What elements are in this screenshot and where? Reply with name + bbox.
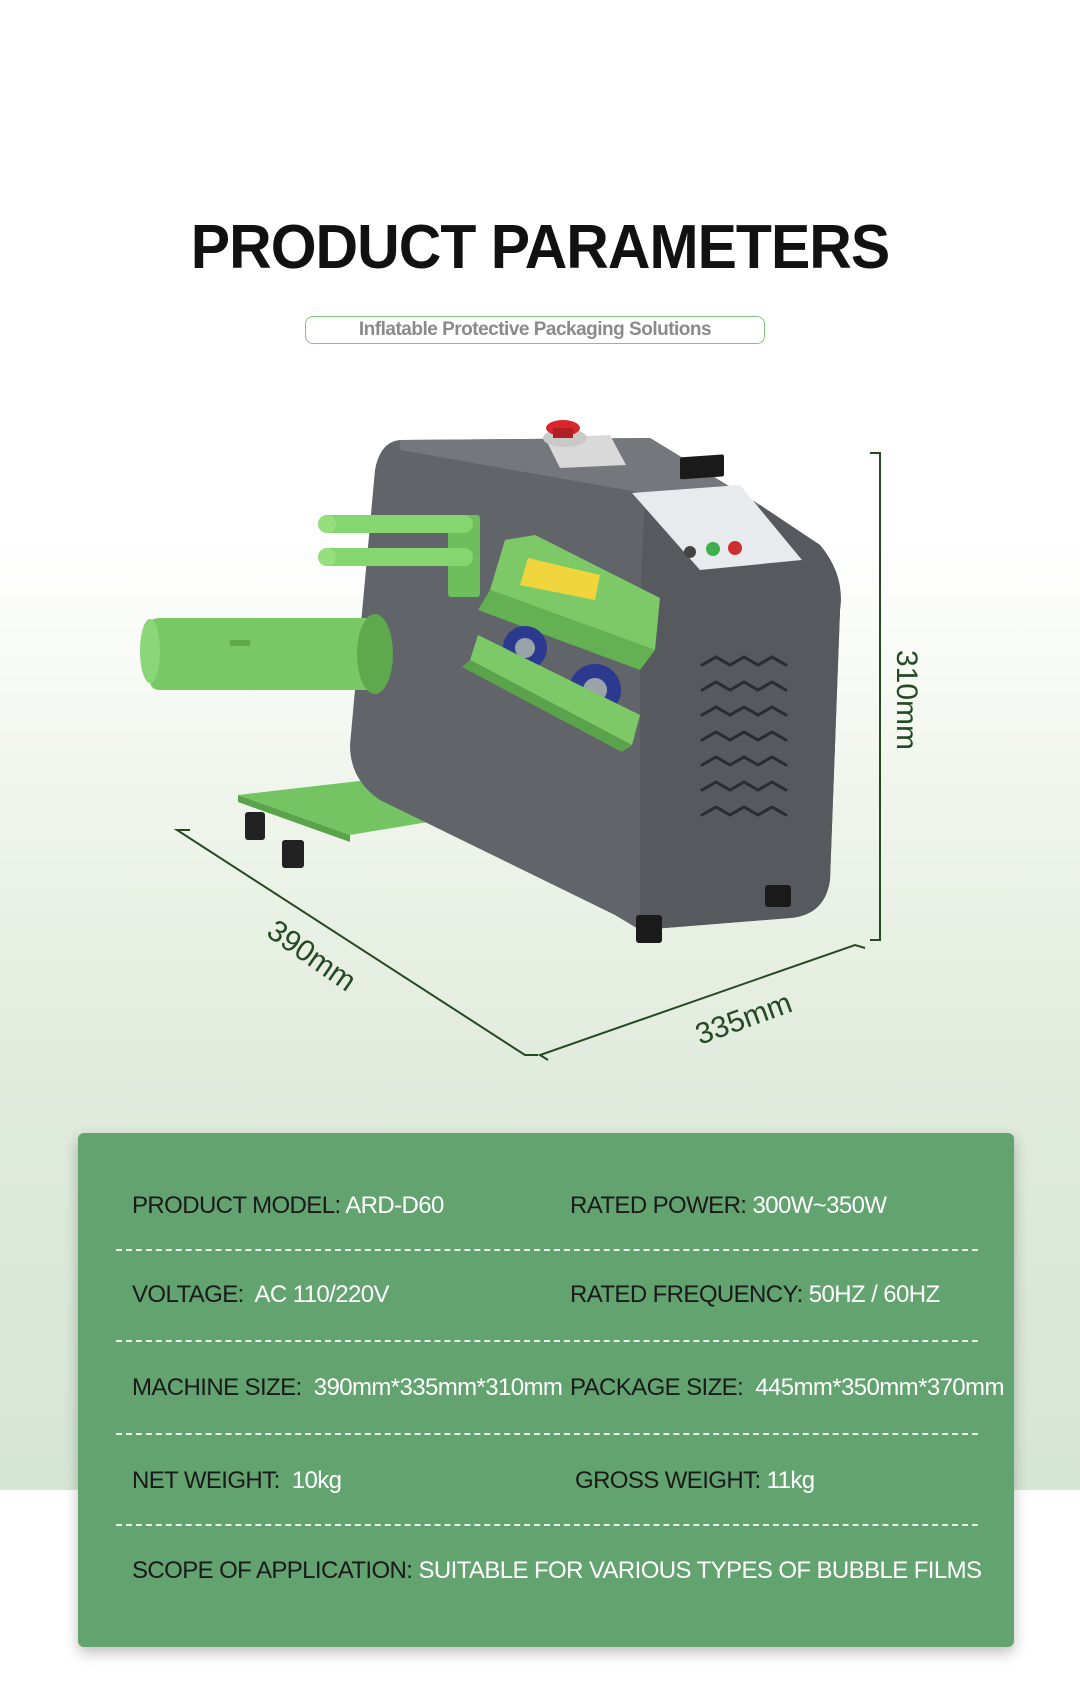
- page-title: PRODUCT PARAMETERS: [190, 213, 890, 282]
- spec-label: PRODUCT MODEL:: [132, 1192, 341, 1219]
- length-dimension-label: 390mm: [261, 914, 362, 998]
- spec-label: GROSS WEIGHT:: [575, 1467, 761, 1494]
- spec-panel: PRODUCT MODEL: ARD-D60 RATED POWER: 300W…: [78, 1133, 1014, 1647]
- spec-label: RATED POWER:: [570, 1192, 747, 1219]
- divider: [116, 1340, 978, 1342]
- spec-label: MACHINE SIZE:: [132, 1374, 302, 1401]
- spec-machine-size: MACHINE SIZE: 390mm*335mm*310mm: [132, 1374, 563, 1402]
- spec-value: 50HZ / 60HZ: [808, 1281, 940, 1308]
- spec-row: SCOPE OF APPLICATION: SUITABLE FOR VARIO…: [78, 1557, 1014, 1597]
- spec-label: VOLTAGE:: [132, 1281, 244, 1308]
- spec-row: NET WEIGHT: 10kg GROSS WEIGHT: 11kg: [78, 1467, 1014, 1507]
- machine-illustration: 310mm 390mm 335mm: [140, 420, 923, 1061]
- subtitle-text: Inflatable Protective Packaging Solution…: [358, 319, 712, 340]
- spec-product-model: PRODUCT MODEL: ARD-D60: [132, 1192, 444, 1220]
- sealing-head: [462, 535, 660, 752]
- spec-value: 445mm*350mm*370mm: [755, 1374, 1004, 1401]
- spec-rated-power: RATED POWER: 300W~350W: [570, 1192, 887, 1220]
- height-dimension-label: 310mm: [890, 650, 923, 750]
- spec-label: NET WEIGHT:: [132, 1467, 280, 1494]
- divider: [116, 1433, 978, 1435]
- spec-value: 11kg: [766, 1467, 815, 1494]
- spec-row: VOLTAGE: AC 110/220V RATED FREQUENCY: 50…: [78, 1281, 1014, 1321]
- spec-net-weight: NET WEIGHT: 10kg: [132, 1467, 342, 1495]
- spec-row: MACHINE SIZE: 390mm*335mm*310mm PACKAGE …: [78, 1374, 1014, 1414]
- spec-scope-of-application: SCOPE OF APPLICATION: SUITABLE FOR VARIO…: [132, 1557, 982, 1585]
- spec-label: SCOPE OF APPLICATION:: [132, 1557, 413, 1584]
- spec-row: PRODUCT MODEL: ARD-D60 RATED POWER: 300W…: [78, 1192, 1014, 1232]
- divider: [116, 1524, 978, 1526]
- spec-package-size: PACKAGE SIZE: 445mm*350mm*370mm: [570, 1374, 1004, 1402]
- dimension-lines: [173, 452, 881, 1061]
- spec-value: 390mm*335mm*310mm: [313, 1374, 563, 1401]
- spec-voltage: VOLTAGE: AC 110/220V: [132, 1281, 389, 1309]
- spec-rated-frequency: RATED FREQUENCY: 50HZ / 60HZ: [570, 1281, 940, 1309]
- spec-gross-weight: GROSS WEIGHT: 11kg: [575, 1467, 815, 1495]
- spec-value: ARD-D60: [345, 1192, 444, 1219]
- air-nozzle: [140, 614, 393, 694]
- spec-value: 10kg: [291, 1467, 342, 1494]
- spec-label: RATED FREQUENCY:: [570, 1281, 803, 1308]
- spec-value: SUITABLE FOR VARIOUS TYPES OF BUBBLE FIL…: [418, 1557, 982, 1584]
- subtitle-badge: Inflatable Protective Packaging Solution…: [305, 316, 765, 344]
- spec-value: AC 110/220V: [254, 1281, 390, 1308]
- spec-value: 300W~350W: [752, 1192, 887, 1219]
- roller-arms: [318, 515, 480, 597]
- spec-label: PACKAGE SIZE:: [570, 1374, 744, 1401]
- divider: [116, 1249, 978, 1251]
